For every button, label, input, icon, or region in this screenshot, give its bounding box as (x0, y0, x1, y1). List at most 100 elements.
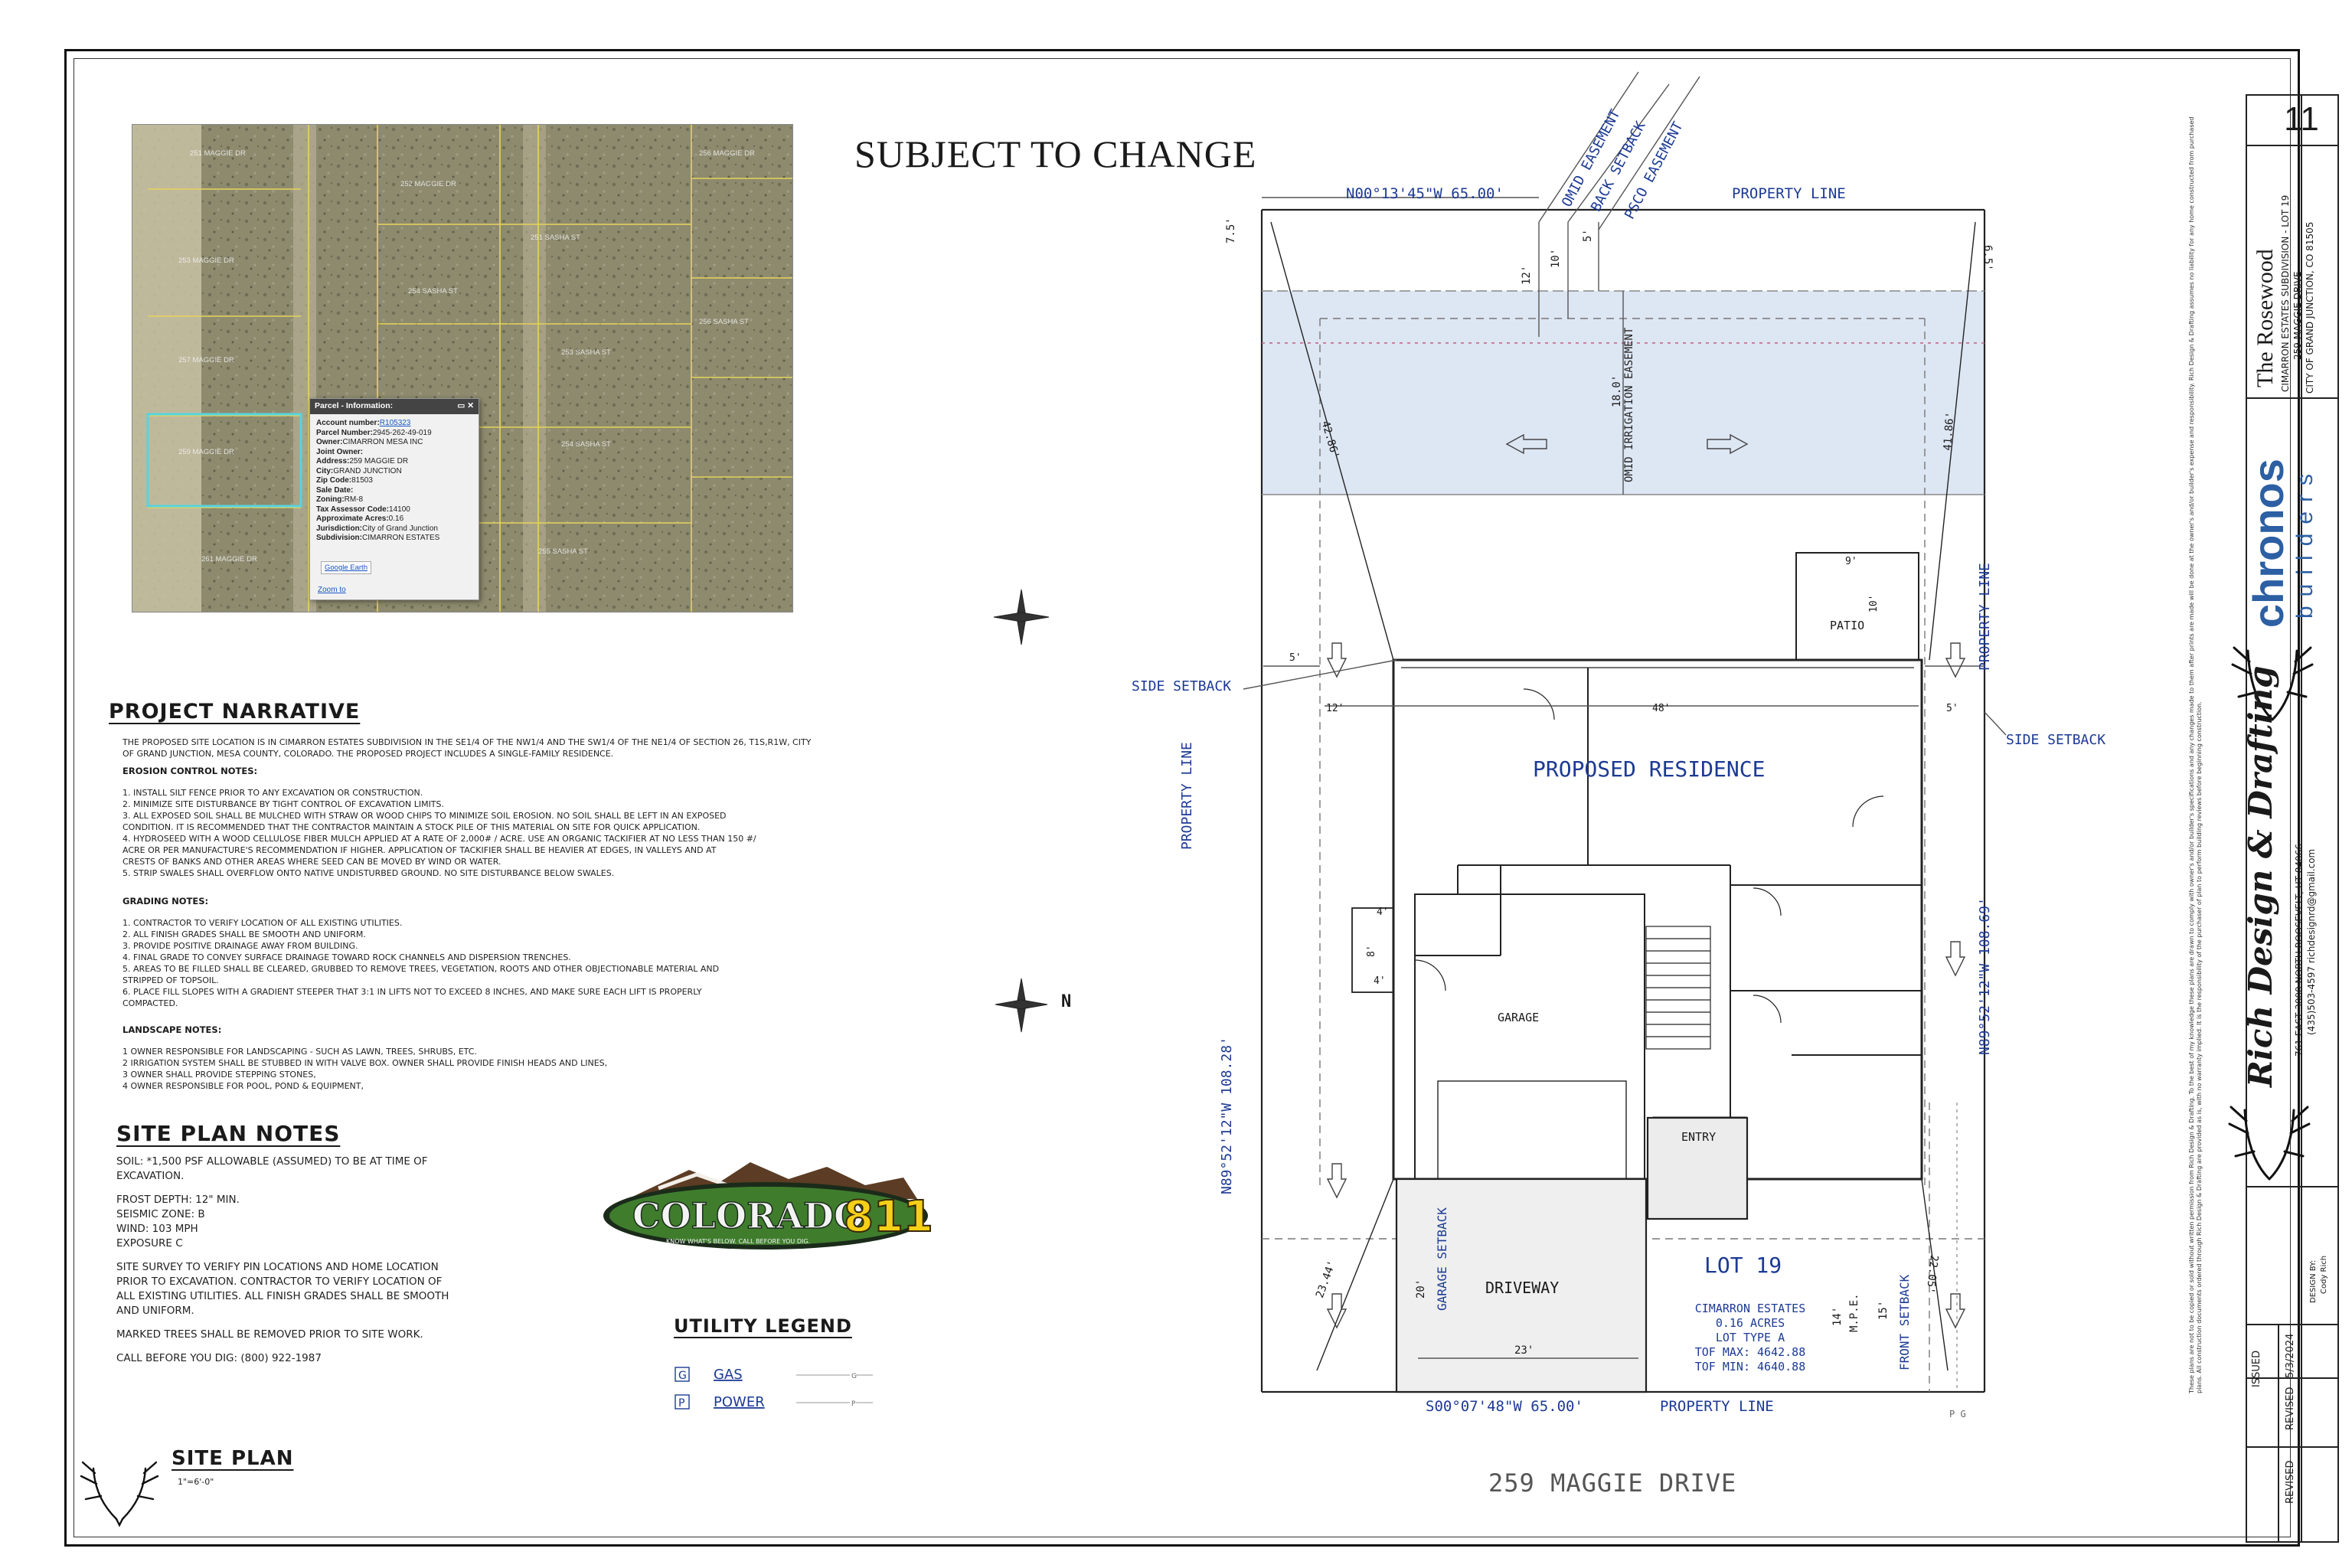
google-earth-link[interactable]: Google Earth (321, 561, 371, 574)
popup-row: Account number:R105323 (316, 419, 472, 429)
dim-4-a: 4' (1377, 906, 1389, 918)
project-city: CITY OF GRAND JUNCTION, CO 81505 (2305, 221, 2315, 394)
property-line-west: PROPERTY LINE (1179, 742, 1195, 850)
elk-logo-top (2226, 628, 2318, 735)
site-note-line: EXCAVATION. (116, 1170, 185, 1182)
disclaimer-text: These plans are not to be copied or sold… (2188, 116, 2203, 1394)
address-label: 259 MAGGIE DRIVE (1488, 1468, 1737, 1498)
dim-48: 48' (1652, 703, 1671, 714)
grading-note: 5. AREAS TO BE FILLED SHALL BE CLEARED, … (122, 964, 720, 974)
erosion-heading: EROSION CONTROL NOTES: (122, 766, 258, 776)
popup-row-label: Joint Owner: (316, 447, 364, 456)
popup-row-value[interactable]: R105323 (379, 419, 411, 427)
dim-10-setback: 10' (1550, 248, 1562, 268)
colorado-811-graphic: COLORADO 811 KNOW WHAT'S BELOW. CALL BEF… (603, 1162, 934, 1250)
project-narrative-heading: PROJECT NARRATIVE (109, 700, 361, 724)
elk-antler-graphic (80, 1461, 159, 1527)
power-label: POWER (714, 1394, 765, 1410)
subject-to-change-heading: SUBJECT TO CHANGE (854, 132, 1257, 175)
property-line-top: PROPERTY LINE (1732, 185, 1846, 202)
svg-text:256 SASHA ST: 256 SASHA ST (699, 318, 749, 326)
dim-20: 20' (1415, 1279, 1427, 1298)
patio-label: PATIO (1830, 619, 1865, 632)
sheet-border (64, 49, 2300, 1547)
popup-row: Owner:CIMARRON MESA INC (316, 438, 472, 448)
elk-logo-bottom-graphic (2228, 1106, 2311, 1181)
grading-note: 6. PLACE FILL SLOPES WITH A GRADIENT STE… (122, 987, 702, 997)
popup-row: Address:259 MAGGIE DR (316, 457, 472, 467)
erosion-note: CONDITION. IT IS RECOMMENDED THAT THE CO… (122, 822, 701, 832)
popup-row-label: Owner: (316, 438, 343, 446)
revised-label-1: REVISED (2285, 1387, 2296, 1430)
popup-row-label: Sale Date: (316, 485, 354, 495)
erosion-note: CRESTS OF BANKS AND OTHER AREAS WHERE SE… (122, 857, 501, 867)
utility-pg-markers: P G (1949, 1409, 1966, 1419)
utility-legend-heading: UTILITY LEGEND (674, 1315, 852, 1337)
grading-note: STRIPPED OF TOPSOIL. (122, 975, 219, 985)
north-arrow-label: N (1061, 992, 1072, 1011)
design-by-name: Cody Rich (2320, 1255, 2328, 1294)
site-note-line: FROST DEPTH: 12" MIN. (116, 1194, 240, 1206)
popup-title: Parcel - Information: (315, 401, 394, 410)
svg-text:261 MAGGIE DR: 261 MAGGIE DR (201, 555, 257, 564)
popup-header: Parcel - Information: ▭ ✕ (310, 399, 479, 414)
site-note-line: AND UNIFORM. (116, 1305, 194, 1317)
popup-row-value: 0.16 (388, 514, 404, 523)
design-by-label: DESIGN BY: (2309, 1259, 2318, 1303)
popup-row-label: Address: (316, 457, 350, 466)
popup-row-value: 2945-262-49-019 (372, 428, 432, 437)
irrigation-easement-label: OMID IRRIGATION EASEMENT (1623, 327, 1635, 482)
svg-text:259 MAGGIE DR: 259 MAGGIE DR (178, 448, 234, 456)
landscape-note: 1 OWNER RESPONSIBLE FOR LANDSCAPING - SU… (122, 1047, 477, 1057)
erosion-note: 1. INSTALL SILT FENCE PRIOR TO ANY EXCAV… (122, 788, 423, 798)
site-note-line: CALL BEFORE YOU DIG: (800) 922-1987 (116, 1352, 322, 1364)
sheet-inner-border (74, 58, 2291, 1537)
lot-info-line: TOF MAX: 4642.88 (1694, 1345, 1806, 1359)
popup-row-value: CIMARRON MESA INC (342, 438, 423, 446)
site-note-line: WIND: 103 MPH (116, 1223, 198, 1235)
dim-14: 14' (1831, 1306, 1844, 1326)
popup-row-value: 14100 (389, 505, 410, 514)
driveway-label: DRIVEWAY (1485, 1279, 1560, 1297)
grading-notes: 1. CONTRACTOR TO VERIFY LOCATION OF ALL … (122, 917, 812, 1009)
south-bearing: S00°07'48"W 65.00' (1426, 1398, 1583, 1415)
popup-row: Approximate Acres:0.16 (316, 514, 472, 524)
dim-12-west: 12' (1326, 703, 1344, 714)
popup-row: Zoning:RM-8 (316, 495, 472, 505)
popup-window-icons[interactable]: ▭ ✕ (457, 401, 474, 410)
logo-colorado-text: COLORADO (632, 1195, 864, 1236)
dim-5-psco: 5' (1582, 229, 1594, 242)
elk-logo-bottom (2223, 1087, 2315, 1194)
front-setback-label: FRONT SETBACK (1897, 1274, 1912, 1370)
site-note-line: SEISMIC ZONE: B (116, 1208, 205, 1220)
project-subdivision: CIMARRON ESTATES SUBDIVISION - LOT 19 (2280, 194, 2291, 392)
drafter-address: 761 EAST 3000 NORTH ROOSEVELT, UT 84066 (2294, 844, 2305, 1057)
drafter-contact: (435)503-4597 richdesignrd@gmail.com (2306, 848, 2317, 1035)
erosion-note: 2. MINIMIZE SITE DISTURBANCE BY TIGHT CO… (122, 799, 445, 809)
lot-info-line: TOF MIN: 4640.88 (1694, 1360, 1806, 1374)
project-street: 259 MAGGIE DRIVE (2292, 271, 2303, 360)
popup-row-label: Tax Assessor Code: (316, 505, 390, 514)
svg-text:254 SASHA ST: 254 SASHA ST (408, 287, 458, 296)
site-plan-notes-heading: SITE PLAN NOTES (116, 1121, 341, 1146)
logo-tagline: KNOW WHAT'S BELOW. CALL BEFORE YOU DIG. (666, 1238, 810, 1245)
parcel-info-popup: Parcel - Information: ▭ ✕ Account number… (309, 398, 479, 600)
popup-row-value: 259 MAGGIE DR (349, 457, 409, 466)
issued-label: ISSUED (2251, 1350, 2262, 1387)
popup-row: Sale Date: (316, 486, 472, 496)
garage-label: GARAGE (1498, 1011, 1540, 1024)
grading-heading: GRADING NOTES: (122, 896, 209, 906)
site-note-line: MARKED TREES SHALL BE REMOVED PRIOR TO S… (116, 1328, 423, 1341)
grading-note: 1. CONTRACTOR TO VERIFY LOCATION OF ALL … (122, 918, 403, 928)
popup-row-value: RM-8 (344, 495, 364, 504)
grading-note: 3. PROVIDE POSITIVE DRAINAGE AWAY FROM B… (122, 941, 358, 951)
dim-6-5: 6.5' (1981, 245, 1994, 271)
site-note-line (116, 1342, 514, 1351)
popup-row: Joint Owner: (316, 448, 472, 458)
site-plan-title: SITE PLAN (172, 1447, 294, 1470)
revised-label-2: REVISED (2285, 1460, 2296, 1504)
side-setback-west: SIDE SETBACK (1132, 678, 1232, 694)
zoom-to-link[interactable]: Zoom to (318, 586, 346, 594)
popup-row-label: Zip Code: (316, 476, 352, 485)
dim-7-5: 7.5' (1225, 217, 1237, 243)
